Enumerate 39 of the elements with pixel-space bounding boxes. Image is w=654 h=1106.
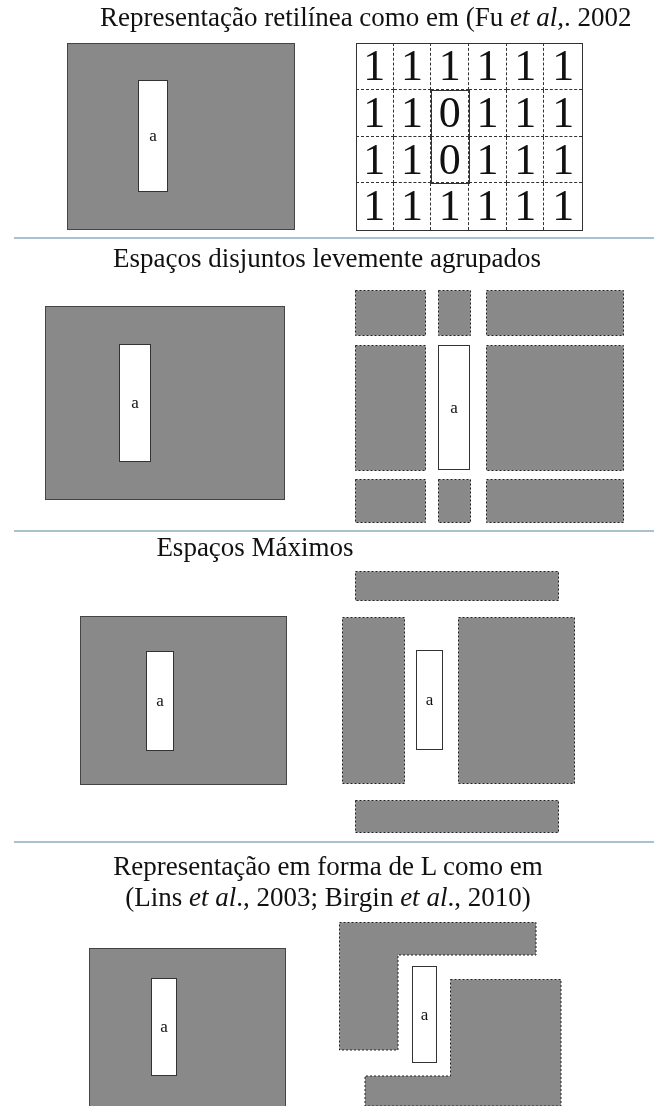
item-box: a (412, 966, 437, 1063)
item-box: a (138, 80, 168, 192)
item-box: a (416, 650, 443, 750)
matrix-cell: 1 (469, 136, 507, 184)
matrix-cell: 1 (469, 89, 507, 137)
section-heading: Representação retilínea como em (Fu et al,. 2002 (100, 2, 633, 33)
matrix-cell: 1 (431, 43, 470, 90)
section-heading: Espaços disjuntos levemente agrupados (111, 243, 543, 274)
section-heading: Espaços Máximos (155, 532, 355, 563)
occupied-area (80, 616, 287, 785)
item-box: a (438, 345, 470, 470)
matrix-cell: 0 (431, 89, 470, 137)
matrix-cell: 1 (469, 183, 507, 230)
matrix-cell: 1 (431, 183, 470, 230)
matrix-cell: 1 (469, 43, 507, 90)
matrix-cell: 1 (506, 136, 545, 184)
item-box: a (119, 344, 151, 462)
matrix-cell: 1 (544, 89, 583, 137)
matrix-cell: 1 (356, 43, 394, 90)
matrix-cell-text: 1 (551, 183, 576, 230)
occupied-area (45, 306, 285, 500)
occupied-area (67, 43, 295, 230)
matrix-cell: 1 (506, 183, 545, 230)
section-heading: Representação em forma de L como em (Lins et al., 2003; Birgin et al., 2010) (112, 851, 544, 913)
matrix-cell: 1 (393, 183, 432, 230)
matrix-cell: 1 (393, 89, 432, 137)
item-box: a (146, 651, 174, 751)
matrix-cell: 1 (506, 43, 545, 90)
matrix-cell: 1 (356, 136, 394, 184)
item-box: a (151, 978, 177, 1076)
occupied-area (89, 948, 286, 1106)
matrix-cell: 1 (393, 136, 432, 184)
matrix-cell: 1 (393, 43, 432, 90)
matrix-cell: 0 (431, 136, 470, 184)
matrix-cell: 1 (356, 183, 394, 230)
matrix-cell: 1 (356, 89, 394, 137)
matrix-cell: 1 (506, 89, 545, 137)
matrix-cell: 1 (544, 43, 583, 90)
matrix-cell: 1 (544, 136, 583, 184)
